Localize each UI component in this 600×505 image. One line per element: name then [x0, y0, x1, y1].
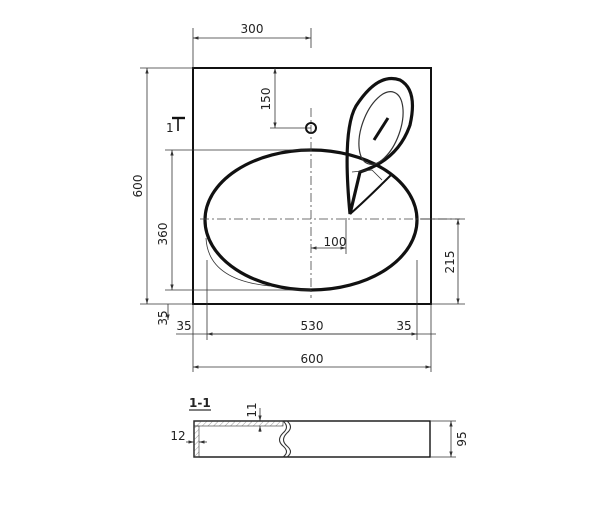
- dim-thickness: 11: [245, 402, 259, 417]
- section-top-slab: [193, 420, 284, 427]
- dim-drain-offset: 100: [324, 235, 347, 249]
- dim-right-margin: 35: [396, 319, 411, 333]
- soap-dish-inner: [358, 91, 404, 165]
- section-edge-wall: [193, 425, 200, 458]
- dim-basin-bottom-offset: 215: [443, 251, 457, 274]
- dim-overall-height: 600: [131, 175, 145, 198]
- dim-basin-width: 530: [301, 319, 324, 333]
- section-break-line-2: [282, 420, 292, 458]
- section-break-line: [278, 420, 288, 458]
- section-marker-label: 1: [166, 121, 174, 135]
- soap-dish-lip: [351, 169, 383, 181]
- dim-tap-offset: 150: [259, 88, 273, 111]
- dim-top-width: 300: [241, 22, 264, 36]
- dim-left-margin: 35: [176, 319, 191, 333]
- dim-overall-width: 600: [301, 352, 324, 366]
- soap-dish-spout: [349, 173, 393, 215]
- soap-dish-drain-slot: [372, 117, 390, 141]
- dim-basin-height: 360: [156, 223, 170, 246]
- countertop-outline: [192, 67, 432, 305]
- dim-edge: 12: [170, 429, 185, 443]
- basin-inner-rim: [205, 237, 271, 287]
- dim-depth: 95: [455, 431, 469, 446]
- dim-bottom-edge: 35: [156, 310, 170, 325]
- section-body-outline: [193, 420, 431, 458]
- soap-dish-outline: [345, 77, 414, 215]
- section-title: 1-1: [189, 396, 211, 410]
